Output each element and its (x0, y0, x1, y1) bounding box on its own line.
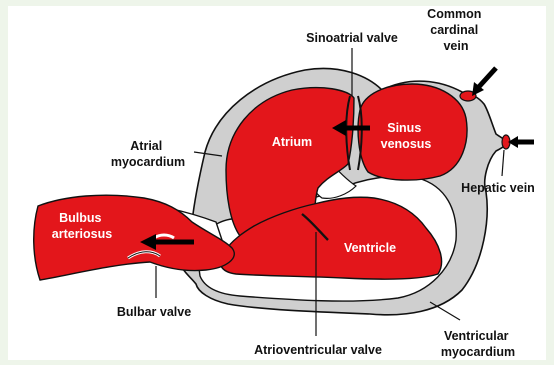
label-atrioventricular-valve: Atrioventricular valve (254, 343, 382, 357)
label-hepatic-vein: Hepatic vein (461, 181, 535, 195)
label-sinoatrial-valve: Sinoatrial valve (306, 31, 398, 45)
label-bulbar-valve: Bulbar valve (117, 305, 191, 319)
label-ventricle: Ventricle (344, 241, 396, 255)
label-atrium: Atrium (272, 135, 312, 149)
